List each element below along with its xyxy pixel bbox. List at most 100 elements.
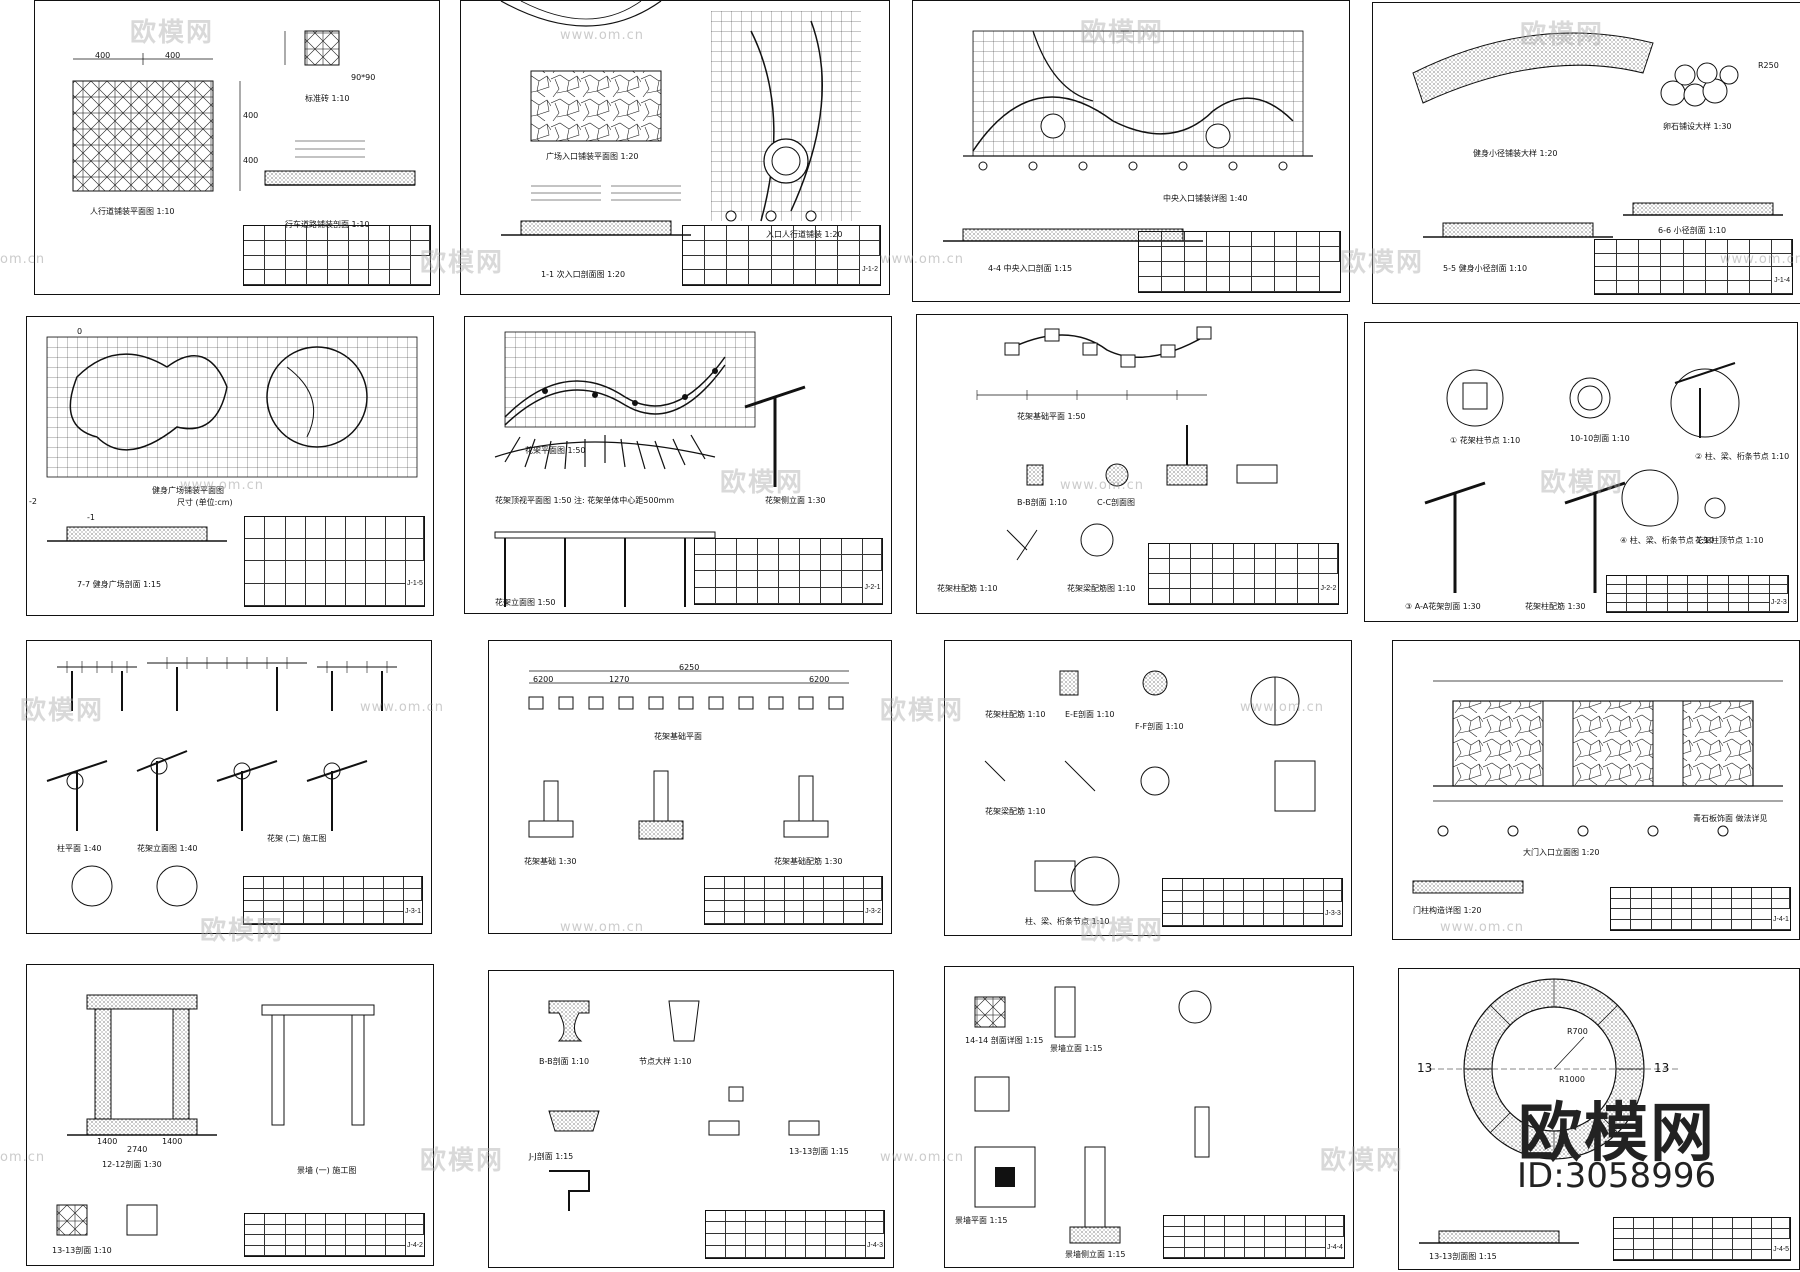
drawing-number: J-4-2 (405, 1235, 424, 1256)
wall-cap-details (548, 1000, 820, 1211)
drawing-caption: 花架柱配筋 1:30 (1525, 602, 1586, 611)
drawing-caption: B-B剖面 1:10 (539, 1057, 590, 1066)
drawing-caption: 花架立面图 1:50 (495, 598, 556, 607)
drawing-sheet-7: 花架基础平面 1:50 B-B剖面 1:10 C-C剖面图 花架柱配筋 1:10… (916, 314, 1348, 614)
drawing-caption: 门柱构造详图 1:20 (1413, 906, 1482, 915)
drawing-sheet-4: R250 健身小径铺装大样 1:20 5-5 健身小径剖面 1:10 6-6 小… (1372, 2, 1800, 304)
drawing-number: J-4-5 (1772, 1239, 1790, 1260)
drawing-caption: B-B剖面 1:10 (1017, 498, 1068, 507)
drawing-caption: 12-12剖面 1:30 (102, 1160, 162, 1169)
brand-logo-text: 欧模网 (1518, 1097, 1716, 1171)
pergola-footing-drawing (528, 670, 849, 840)
dimension-label: R250 (1758, 61, 1779, 70)
title-block: J-4-1 (1610, 887, 1791, 931)
dimension-label: 1400 (162, 1137, 183, 1146)
drawing-caption: 13-13剖面 1:15 (789, 1147, 849, 1156)
drawing-number: J-2-2 (1318, 574, 1338, 604)
dimension-label: 1270 (609, 675, 630, 684)
drawing-number: J-2-3 (1769, 594, 1788, 612)
drawing-caption: 花架侧立面 1:30 (765, 496, 826, 505)
title-block: J-2-1 (693, 537, 883, 605)
dimension-label: 400 (243, 156, 259, 165)
dimension-label: 6250 (679, 663, 700, 672)
drawing-caption: 花架顶视平面图 1:50 注: 花架单体中心距500mm (495, 496, 675, 505)
drawing-caption: 花架柱配筋 1:10 (937, 584, 998, 593)
drawing-caption: ③ A-A花架剖面 1:30 (1405, 602, 1481, 611)
pergola-elevation-drawing (46, 657, 397, 907)
drawing-sheet-2: 广场入口铺装平面图 1:20 1-1 次入口剖面图 1:20 入口人行道铺装 1… (460, 0, 890, 295)
dimension-label: 90*90 (351, 73, 376, 82)
radius-label: R700 (1567, 1027, 1588, 1036)
drawing-number: J-3-1 (404, 901, 422, 924)
drawing-caption: 中央入口铺装详图 1:40 (1163, 194, 1248, 203)
drawing-caption: 景墙平面 1:15 (955, 1216, 1008, 1225)
dimension-label: 2740 (127, 1145, 148, 1154)
entrance-plan-drawing (500, 1, 861, 236)
drawing-caption: 花架基础配筋 1:30 (774, 857, 843, 866)
drawing-number: J-1-5 (405, 561, 424, 606)
section-marker: 13 (1654, 1061, 1670, 1075)
drawing-caption: ② 柱、梁、桁条节点 1:10 (1695, 452, 1790, 461)
drawing-number: J-4-4 (1325, 1237, 1344, 1258)
drawing-caption: E-E剖面 1:10 (1065, 710, 1115, 719)
drawing-caption: 花架基础平面 1:50 (1017, 412, 1086, 421)
drawing-caption: 健身广场铺装平面图 (152, 486, 224, 495)
drawing-sheet-9: 花架 (二) 施工图 花架立面图 1:40 柱平面 1:40 J-3-1 (26, 640, 432, 934)
dimension-label: -2 (29, 497, 37, 506)
drawing-caption: 节点大样 1:10 (639, 1057, 692, 1066)
drawing-sheet-15: 14-14 剖面详图 1:15 景墙立面 1:15 景墙平面 1:15 景墙侧立… (944, 966, 1354, 1268)
title-block: J-3-1 (243, 876, 423, 925)
title-block: J-1-5 (244, 515, 425, 607)
dimension-label: 400 (95, 51, 111, 60)
drawing-caption: 花架立面图 1:40 (137, 844, 198, 853)
drawing-caption: 5-5 健身小径剖面 1:10 (1443, 264, 1528, 273)
drawing-number: J-1-2 (860, 256, 880, 285)
title-block: J-4-2 (244, 1213, 425, 1257)
drawing-number: J-3-2 (864, 901, 882, 924)
drawing-caption: 13-13剖面图 1:15 (1429, 1252, 1497, 1261)
drawing-caption: 景墙侧立面 1:15 (1065, 1250, 1126, 1259)
drawing-caption: 入口人行道铺装 1:20 (766, 230, 843, 239)
drawing-caption: 花架基础 1:30 (524, 857, 577, 866)
drawing-sheet-16: 13 13 R1000 R700 13-13剖面图 1:15 J-4-5 (1398, 968, 1800, 1270)
title-block: J-2-2 (1147, 543, 1339, 605)
drawing-caption: C-C剖面图 (1097, 498, 1136, 507)
title-block: J-3-2 (704, 876, 883, 925)
pergola-plan-drawing (494, 331, 806, 607)
drawing-number: J-2-1 (863, 571, 882, 604)
model-id-label: ID:3058996 (1517, 1156, 1717, 1196)
drawing-caption: 14-14 剖面详图 1:15 (965, 1036, 1044, 1045)
dimension-label: 0 (77, 327, 83, 336)
drawing-sheet-5: 0 -1 -2 健身广场铺装平面图 尺寸 (单位:cm) 7-7 健身广场剖面 … (26, 316, 434, 616)
drawing-caption: 卵石铺设大样 1:30 (1663, 122, 1732, 131)
dimension-label: 400 (165, 51, 181, 60)
drawing-caption: 尺寸 (单位:cm) (177, 498, 233, 507)
fitness-plaza-plan (46, 336, 418, 542)
fitness-path-drawing (1412, 32, 1783, 238)
drawing-caption: ④ 柱、梁、桁条节点 1:10 (1620, 536, 1715, 545)
drawing-sheet-3: 中央入口铺装详图 1:40 4-4 中央入口剖面 1:15 (912, 0, 1350, 302)
drawing-caption: 花架平面图 1:50 (525, 446, 586, 455)
title-block: J-3-3 (1162, 877, 1343, 927)
drawing-caption: 标准砖 1:10 (305, 94, 350, 103)
drawing-number: J-3-3 (1323, 902, 1342, 926)
drawing-caption: 10-10剖面 1:10 (1570, 434, 1630, 443)
drawing-caption: 景墙 (一) 施工图 (297, 1166, 357, 1175)
paving-plan-drawing (72, 30, 416, 192)
drawing-number (1319, 262, 1340, 292)
drawing-sheet-8: ① 花架柱节点 1:10 10-10剖面 1:10 ② 柱、梁、桁条节点 1:1… (1364, 322, 1798, 622)
drawing-caption: 7-7 健身广场剖面 1:15 (77, 580, 162, 589)
drawing-number: J-4-3 (866, 1234, 884, 1258)
drawing-caption: J-J剖面 1:15 (529, 1152, 574, 1161)
drawing-caption: 花架基础平面 (654, 732, 702, 741)
drawing-caption: 花架柱顶节点 1:10 (1695, 536, 1764, 545)
drawing-number: J-1-4 (1772, 267, 1792, 294)
pergola-node-details (1424, 362, 1740, 593)
drawing-caption: ① 花架柱节点 1:10 (1450, 436, 1521, 445)
drawing-number: J-4-1 (1771, 909, 1790, 930)
dimension-label: -1 (87, 513, 95, 522)
dimension-label: 400 (243, 111, 259, 120)
drawing-sheet-10: 6250 1270 6200 6200 花架基础平面 花架基础 1:30 花架基… (488, 640, 892, 934)
drawing-caption: 柱平面 1:40 (57, 844, 102, 853)
central-entrance-drawing (943, 30, 1313, 242)
